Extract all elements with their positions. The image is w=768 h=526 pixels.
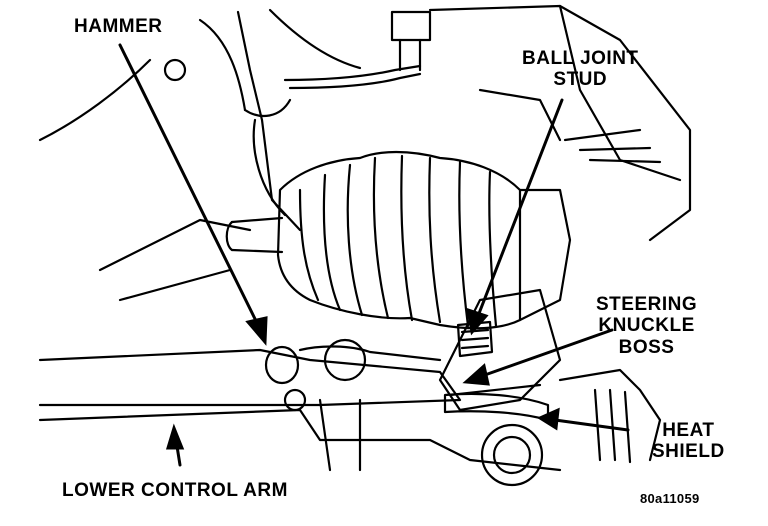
fitting [390, 10, 432, 42]
leader-ball-joint-stud [476, 98, 564, 318]
label-hammer: HAMMER [74, 16, 163, 37]
arrow-hammer [245, 316, 268, 346]
drive-shaft [230, 216, 284, 254]
leader-steering-knuckle-boss [480, 328, 614, 378]
leader-heat-shield [553, 418, 630, 432]
brake-line [283, 64, 422, 82]
steering-knuckle [438, 288, 562, 412]
label-lower-control-arm: LOWER CONTROL ARM [62, 480, 288, 501]
arrow-ball-joint-stud [466, 307, 489, 336]
label-ball-joint-stud: BALL JOINT STUD [522, 48, 639, 91]
leader-hammer [118, 43, 260, 327]
label-steering-knuckle-boss: STEERING KNUCKLE BOSS [596, 294, 698, 358]
arrow-steering-knuckle-boss [462, 363, 490, 386]
tie-rod [298, 345, 442, 362]
arrow-lower-control-arm [165, 423, 185, 450]
lower-control-arm-part [38, 348, 462, 407]
strut-body [236, 10, 302, 232]
label-heat-shield: HEAT SHIELD [652, 420, 725, 463]
hammer-head [264, 345, 300, 385]
figure-id: 80a11059 [640, 491, 700, 506]
heat-shield-part [443, 392, 550, 422]
caliper [428, 4, 692, 242]
arrow-heat-shield [536, 407, 560, 431]
